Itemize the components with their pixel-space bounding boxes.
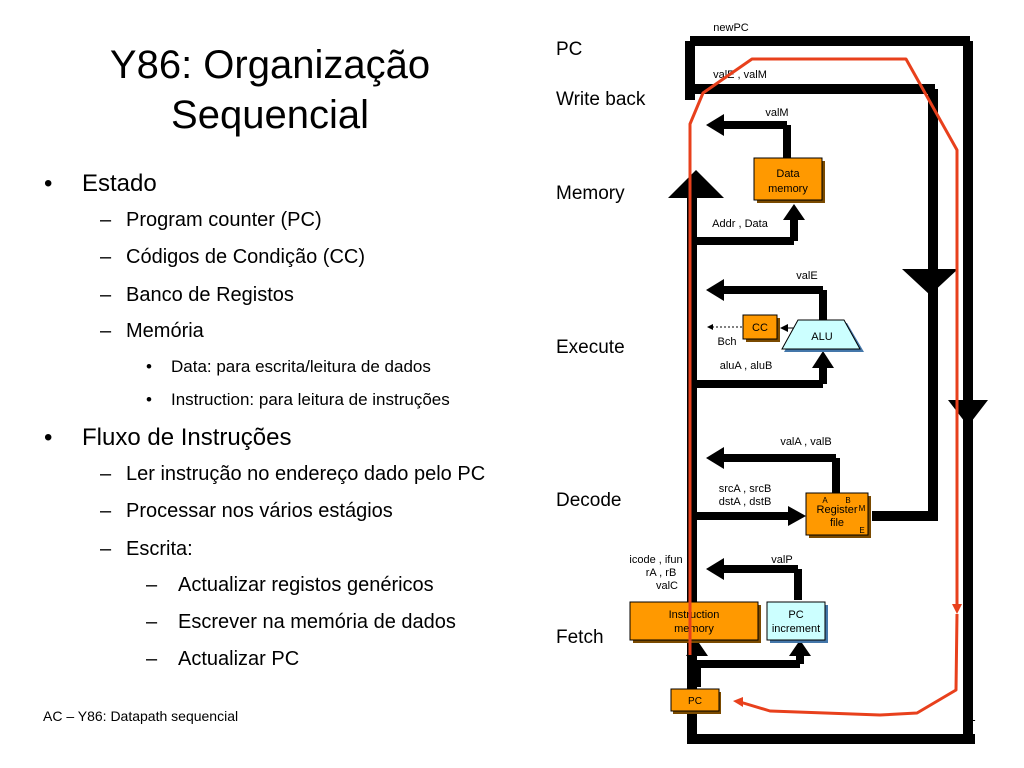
newpc-down-arrow [948, 400, 988, 426]
flow-return-arrowhead [733, 697, 743, 707]
bullet-estado: Estado [82, 170, 157, 197]
pc-register-block: PC [670, 688, 721, 714]
signal-dsta-dstb: dstA , dstB [719, 496, 772, 508]
dash-marker: – [146, 611, 158, 633]
alu-input-path [697, 351, 834, 388]
bullet-instruction-memory: Instruction: para leitura de instruções [171, 390, 450, 409]
cc-label: CC [752, 322, 768, 334]
bullet-memory: Memória [126, 320, 204, 342]
port-b-label: B [845, 496, 850, 505]
stage-label-decode: Decode [556, 490, 622, 511]
stage-label-execute: Execute [556, 337, 625, 358]
pc-register-label: PC [688, 696, 702, 707]
signal-ra-rb: rA , rB [646, 567, 677, 579]
bullet-read-instruction: Ler instrução no endereço dado pelo PC [126, 463, 486, 485]
port-a-label: A [822, 496, 828, 505]
dash-marker: – [100, 246, 112, 268]
bullet-marker: • [146, 390, 152, 409]
slide-footer: AC – Y86: Datapath sequencial [43, 708, 239, 724]
src-dst-path [697, 506, 806, 526]
bullet-condition-codes: Códigos de Condição (CC) [126, 246, 366, 268]
dash-marker: – [100, 500, 112, 522]
dash-marker: – [100, 463, 112, 485]
stage-label-memory: Memory [556, 183, 625, 204]
signal-icode-ifun: icode , ifun [629, 554, 682, 566]
register-file-block: Register file A B M E [805, 492, 871, 538]
page-number: 1 [968, 708, 976, 724]
signal-valp: valP [771, 554, 792, 566]
signal-valm: valM [765, 107, 788, 119]
vale-path [706, 279, 827, 322]
alu-block: ALU [781, 319, 864, 352]
bullet-instruction-flow: Fluxo de Instruções [82, 424, 292, 451]
instruction-memory-label-1: Instruction [669, 609, 720, 621]
bullet-register-bank: Banco de Registos [126, 284, 294, 306]
slide-title-line-2: Sequencial [171, 93, 369, 137]
signal-vala-valb: valA , valB [780, 436, 831, 448]
signal-bch: Bch [718, 336, 737, 348]
slide-title-line-1: Y86: Organização [109, 43, 431, 87]
signal-valc: valC [656, 580, 678, 592]
data-memory-block: Data memory [753, 157, 825, 203]
bullet-marker: • [44, 170, 53, 197]
alu-to-cc-arrow [780, 324, 788, 332]
dash-marker: – [146, 648, 158, 670]
bullet-write-data-memory: Escrever na memória de dados [178, 611, 456, 633]
pc-increment-label-1: PC [788, 609, 803, 621]
signal-srca-srcb: srcA , srcB [719, 483, 772, 495]
main-bus-up-arrow [668, 170, 724, 198]
bullet-update-pc: Actualizar PC [178, 648, 300, 670]
signal-addr-data: Addr , Data [712, 218, 769, 230]
dash-marker: – [100, 209, 112, 231]
dash-marker: – [100, 284, 112, 306]
instruction-flow-path [688, 57, 962, 717]
signal-vale: valE [796, 270, 817, 282]
stage-label-write-back: Write back [556, 89, 646, 110]
writeback-down-arrow [902, 269, 958, 295]
port-e-label: E [859, 526, 864, 535]
bullet-process-stages: Processar nos vários estágios [126, 500, 393, 522]
signal-newpc: newPC [713, 22, 749, 34]
pc-increment-label-2: increment [772, 623, 820, 635]
pc-increment-block: PC increment [766, 601, 828, 643]
signal-alua-alub: aluA , aluB [720, 360, 773, 372]
slide-title: Y86: Organização Sequencial [60, 40, 480, 140]
bullet-marker: • [146, 357, 152, 376]
bullet-program-counter: Program counter (PC) [126, 209, 322, 231]
instruction-memory-block: Instruction memory [629, 601, 761, 643]
cc-block: CC [742, 314, 780, 342]
dash-marker: – [100, 320, 112, 342]
bullet-marker: • [44, 424, 53, 451]
dash-marker: – [100, 538, 112, 560]
bullet-write: Escrita: [126, 538, 193, 560]
data-memory-label-2: memory [768, 183, 808, 195]
stage-label-fetch: Fetch [556, 627, 604, 648]
stage-label-pc: PC [556, 39, 583, 60]
pc-fanout-path [686, 640, 811, 687]
dash-marker: – [146, 574, 158, 596]
register-file-label-2: file [830, 517, 844, 529]
vala-valb-path [706, 447, 840, 493]
bullet-update-registers: Actualizar registos genéricos [178, 574, 434, 596]
register-file-label-1: Register [817, 504, 858, 516]
instruction-memory-label-2: memory [674, 623, 714, 635]
port-m-label: M [859, 504, 866, 513]
writeback-bus [690, 84, 958, 521]
addr-data-path [697, 204, 805, 245]
valm-path [706, 114, 791, 159]
bullet-data-memory: Data: para escrita/leitura de dados [171, 357, 431, 376]
alu-label: ALU [811, 331, 832, 343]
flow-down-arrowhead [952, 604, 962, 614]
bch-arrow [707, 324, 713, 330]
valp-path [706, 558, 802, 600]
data-memory-label-1: Data [776, 168, 800, 180]
